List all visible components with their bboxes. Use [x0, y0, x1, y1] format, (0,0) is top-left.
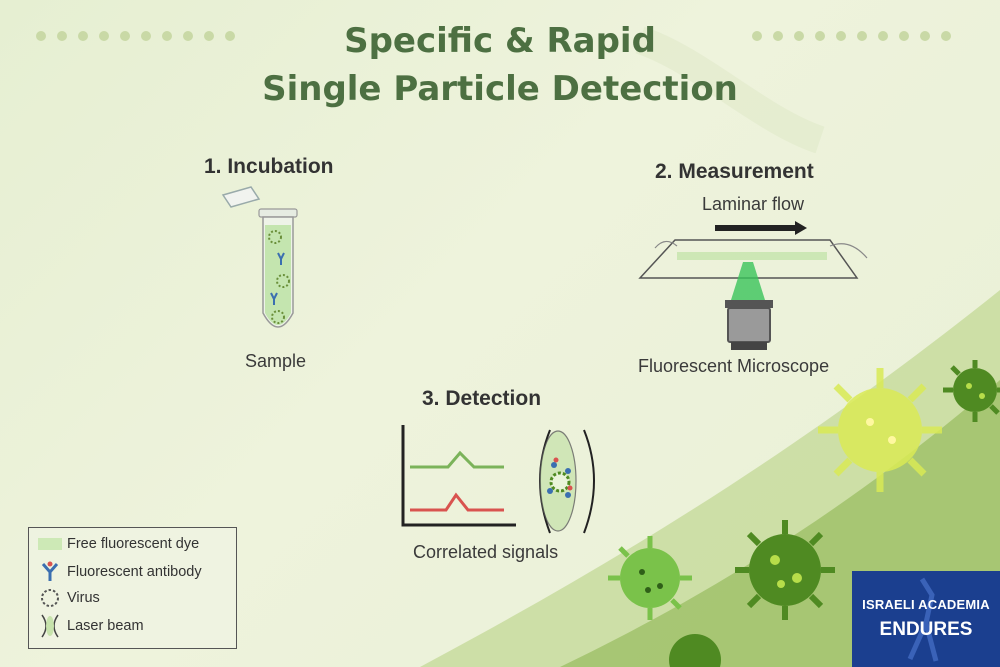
- measurement-heading: 2. Measurement: [655, 160, 814, 183]
- title-dots-left: [36, 31, 235, 43]
- laser-beam-icon: [41, 614, 59, 638]
- microscope-objective-icon: [727, 307, 771, 343]
- legend-box: Free fluorescent dye Fluorescent antibod…: [28, 527, 237, 649]
- yellow-virus-icon: [818, 368, 942, 492]
- badge-figure-icon: [907, 577, 939, 662]
- detected-virus-icon: [549, 471, 571, 493]
- incubation-caption: Sample: [245, 351, 307, 371]
- flow-chamber-icon: [638, 239, 859, 279]
- correlated-signals-plot: [401, 425, 595, 534]
- background-leaf: [635, 26, 825, 154]
- green-signal-line: [410, 450, 504, 469]
- title-line-1: Specific & Rapid: [344, 21, 656, 61]
- legend-item-dye: Free fluorescent dye: [29, 532, 234, 556]
- bottom-virus-icon: [669, 634, 721, 667]
- detection-heading: 3. Detection: [422, 387, 542, 410]
- dye-swatch-icon: [38, 538, 62, 550]
- decorative-viruses: [608, 360, 1000, 667]
- badge-line-2: ENDURES: [879, 619, 973, 640]
- sample-tube-icon: [221, 186, 298, 328]
- green-virus-icon-mid: [735, 520, 835, 620]
- legend-item-laser: Laser beam: [29, 614, 234, 638]
- legend-item-antibody: Fluorescent antibody: [29, 560, 234, 584]
- legend-item-virus: Virus: [29, 586, 234, 610]
- light-green-virus-icon: [608, 536, 692, 620]
- laser-beam-right: [583, 429, 595, 534]
- virus-icon: [41, 589, 59, 607]
- legend-label: Fluorescent antibody: [67, 564, 202, 580]
- legend-label: Virus: [67, 590, 100, 606]
- flow-arrow-icon: [795, 221, 807, 235]
- incubation-heading: 1. Incubation: [204, 155, 334, 178]
- laser-cone-icon: [731, 262, 765, 300]
- red-signal-line: [410, 492, 504, 512]
- green-virus-icon-top: [943, 360, 1000, 422]
- measurement-setup-icon: [638, 221, 868, 350]
- plot-axes: [401, 425, 516, 527]
- legend-label: Laser beam: [67, 618, 144, 634]
- israeli-academia-badge: ISRAELI ACADEMIA ENDURES: [852, 571, 1000, 667]
- title-dots-right: [752, 31, 951, 43]
- antibody-icon: [41, 561, 59, 581]
- detection-caption: Correlated signals: [413, 542, 559, 562]
- title-line-2: Single Particle Detection: [262, 69, 738, 109]
- laminar-flow-label: Laminar flow: [702, 194, 805, 214]
- badge-line-1: ISRAELI ACADEMIA: [862, 597, 990, 612]
- legend-label: Free fluorescent dye: [67, 536, 200, 552]
- microscope-caption: Fluorescent Microscope: [638, 356, 830, 376]
